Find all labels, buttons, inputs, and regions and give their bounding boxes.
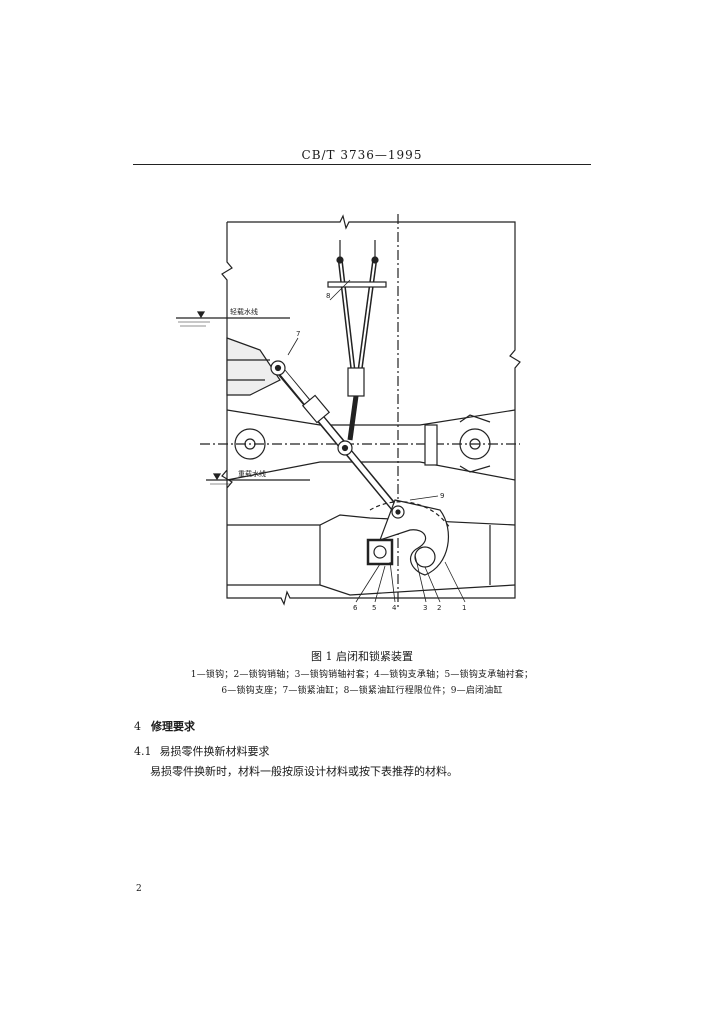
hook-swing-arc <box>369 501 451 529</box>
part-2-label: 2 <box>437 604 441 612</box>
part-6-label: 6 <box>353 604 358 612</box>
part-3-label: 3 <box>423 604 427 612</box>
part-4-label: 4 <box>392 604 397 612</box>
part-1-label: 1 <box>462 604 466 612</box>
section-heading: 4 修理要求 <box>134 718 195 734</box>
standard-code: CB/T 3736—1995 <box>301 148 423 162</box>
figure-caption-line2: 6—锁钩支座；7—锁紧油缸；8—锁紧油缸行程限位件；9—启闭油缸 <box>221 686 503 696</box>
body-paragraph: 易损零件换新时，材料一般按原设计材料或按下表推荐的材料。 <box>150 765 458 778</box>
section-title: 修理要求 <box>151 720 195 733</box>
heavy-waterline-label: 重载水线 <box>238 469 266 478</box>
figure-caption-line1: 1—锁钩；2—锁钩销轴；3—锁钩销轴衬套；4—锁钩支承轴；5—锁钩支承轴衬套； <box>190 670 534 680</box>
header-rule <box>133 164 591 165</box>
upper-bracket <box>226 337 281 396</box>
figure-caption-title: 图 1 启闭和锁紧装置 <box>311 650 413 663</box>
main-boom <box>226 409 516 481</box>
part-8-label: 8 <box>326 292 330 300</box>
frame-outline <box>221 214 521 606</box>
light-waterline-label: 轻载水线 <box>230 307 258 316</box>
section-number: 4 <box>134 720 141 733</box>
drawing-svg: 轻载水线 重载水线 8 7 9 6 5 4 3 2 1 <box>176 214 521 612</box>
page-number: 2 <box>136 884 142 894</box>
subsection-number: 4.1 <box>134 745 152 758</box>
subsection-heading: 4.1 易损零件换新材料要求 <box>134 743 270 759</box>
part-9-label: 9 <box>440 492 444 500</box>
subsection-title: 易损零件换新材料要求 <box>159 745 270 758</box>
technical-drawing: 轻载水线 重载水线 8 7 9 6 5 4 3 2 1 <box>170 210 530 634</box>
part-7-label: 7 <box>296 330 300 338</box>
lock-hook <box>378 499 449 576</box>
part-5-label: 5 <box>372 604 376 612</box>
